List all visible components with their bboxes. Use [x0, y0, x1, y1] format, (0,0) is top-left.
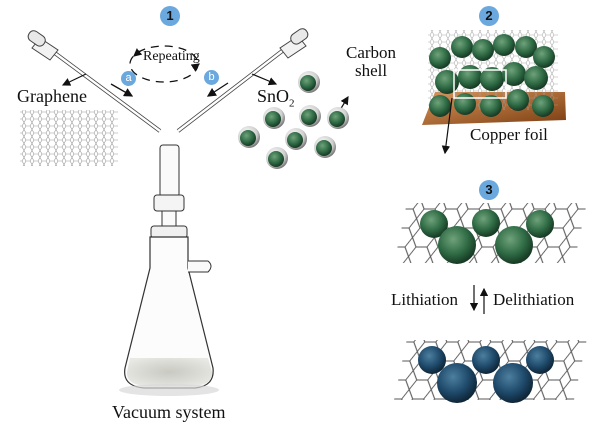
lithiation-label: Lithiation — [391, 290, 459, 309]
core-shell-particles — [238, 71, 349, 169]
particle — [314, 136, 336, 158]
particle — [263, 107, 285, 129]
copper-foil-label: Copper foil — [470, 125, 548, 144]
sno2-label: SnO2 — [257, 87, 295, 110]
step-1-badge: 1 — [160, 6, 180, 26]
graphene-label: Graphene — [17, 86, 87, 106]
particle — [299, 105, 321, 127]
particle — [298, 71, 320, 93]
repeating-label: Repeating — [143, 49, 200, 64]
delithiation-label: Delithiation — [493, 290, 575, 309]
carbon-shell-line1: Carbon — [346, 43, 397, 62]
vacuum-flask — [119, 144, 219, 396]
particle — [238, 126, 260, 148]
step-2-badge: 2 — [479, 6, 499, 26]
pipette-left — [27, 30, 162, 133]
sno2-on-graphene — [394, 203, 587, 264]
copper-foil-electrode — [422, 30, 566, 155]
pipette-right — [176, 28, 309, 133]
substep-a-badge: a — [121, 71, 136, 86]
substep-b-badge: b — [204, 70, 219, 85]
step-3-badge: 3 — [479, 180, 499, 200]
zoom-region-box — [453, 69, 507, 99]
lithiated-on-graphene — [393, 340, 587, 403]
particle — [285, 128, 307, 150]
vacuum-system-label: Vacuum system — [112, 402, 226, 422]
sno2-subscript: 2 — [289, 97, 295, 110]
graphene-sheet — [20, 110, 118, 166]
particle — [266, 147, 288, 169]
carbon-shell-line2: shell — [354, 60, 388, 80]
particle — [327, 107, 349, 129]
sno2-main: SnO — [257, 86, 290, 106]
